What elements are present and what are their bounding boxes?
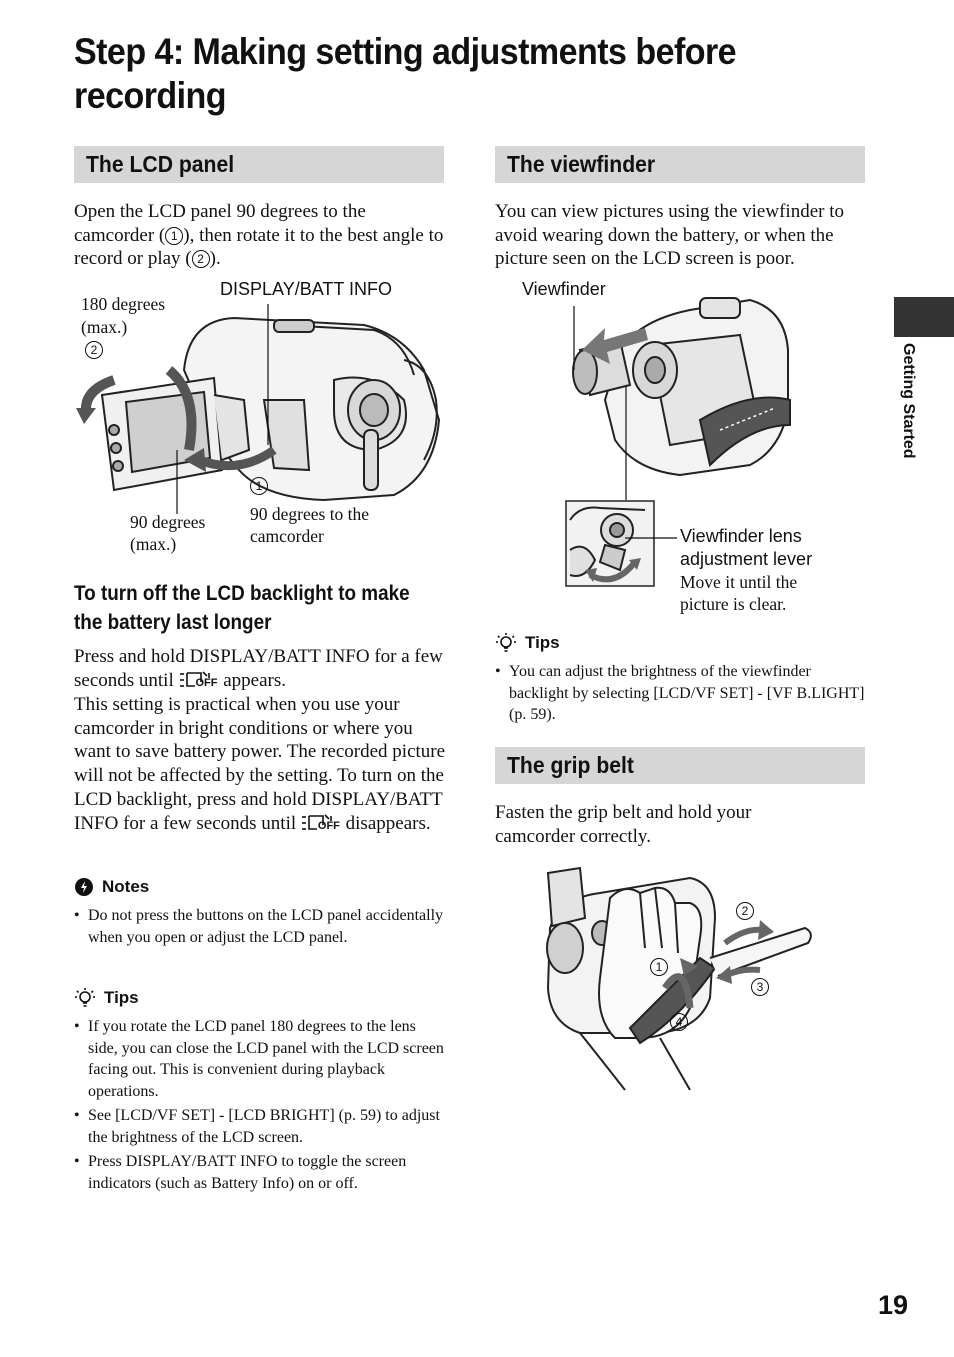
backlight-p1-a: Press and hold DISPLAY/BATT INFO for a f… — [74, 646, 443, 691]
grip-marker-4: 4 — [670, 1013, 688, 1031]
viewfinder-tips-heading-text: Tips — [525, 633, 560, 652]
section-tab-text: Getting Started — [900, 343, 917, 459]
to-camcorder-label-line2: camcorder — [250, 526, 324, 546]
backlight-heading: To turn off the LCD backlight to make th… — [74, 579, 446, 637]
viewfinder-intro: You can view pictures using the viewfind… — [495, 201, 844, 270]
notes-heading-text: Notes — [102, 877, 150, 896]
list-item: Press DISPLAY/BATT INFO to toggle the sc… — [74, 1151, 446, 1194]
grip-belt-illustration — [546, 866, 812, 1091]
grip-belt-heading: The grip belt — [495, 747, 865, 784]
notes-heading: Notes — [74, 877, 149, 897]
list-item: If you rotate the LCD panel 180 degrees … — [74, 1016, 446, 1102]
viewfinder-label: Viewfinder — [522, 279, 606, 299]
grip-belt-intro: Fasten the grip belt and hold your camco… — [495, 802, 752, 847]
backlight-p1-b: appears. — [218, 669, 287, 691]
notes-list: Do not press the buttons on the LCD pane… — [74, 905, 446, 948]
lens-lever-inset — [565, 500, 677, 587]
deg90-label-line2: (max.) — [130, 534, 177, 554]
notes-icon — [75, 878, 93, 896]
backlight-p2-a: This setting is practical when you use y… — [74, 694, 446, 834]
lightbulb-icon — [75, 988, 95, 1007]
list-item: Do not press the buttons on the LCD pane… — [74, 905, 446, 948]
viewfinder-tips-heading: Tips — [495, 632, 560, 654]
grip-marker-2: 2 — [736, 902, 754, 920]
backlight-paragraph-2: This setting is practical when you use y… — [74, 693, 446, 835]
lcd-panel-heading: The LCD panel — [74, 146, 444, 183]
page-number: 19 — [878, 1290, 909, 1320]
list-item: See [LCD/VF SET] - [LCD BRIGHT] (p. 59) … — [74, 1105, 446, 1148]
page-title: Step 4: Making setting adjustments befor… — [74, 31, 737, 116]
section-tab-marker — [894, 297, 954, 337]
off-label: OFF — [195, 676, 218, 689]
fig-marker-1: 1 — [250, 477, 268, 495]
lever-label-line1: Viewfinder lens — [680, 526, 802, 546]
backlight-heading-line2: the battery last longer — [74, 611, 272, 634]
lightbulb-icon — [496, 633, 516, 652]
deg90-label-line1: 90 degrees — [130, 512, 206, 532]
backlight-off-icon: OFF — [179, 670, 219, 688]
backlight-heading-line1: To turn off the LCD backlight to make — [74, 582, 410, 605]
list-item: You can adjust the brightness of the vie… — [495, 661, 867, 726]
marker-2: 2 — [191, 250, 210, 269]
lcd-intro-part-a: Open the LCD panel 90 degrees to the cam… — [74, 201, 366, 246]
lcd-panel-heading-text: The LCD panel — [86, 151, 235, 177]
deg180-label-line1: 180 degrees — [81, 294, 166, 314]
lcd-intro: Open the LCD panel 90 degrees to the cam… — [74, 200, 446, 271]
grip-marker-3: 3 — [751, 978, 769, 996]
move-label-line2: picture is clear. — [680, 594, 787, 614]
viewfinder-illustration — [572, 297, 791, 500]
marker-1: 1 — [165, 226, 184, 245]
grip-marker-1: 1 — [650, 958, 668, 976]
section-tab-label: Getting Started — [897, 343, 921, 483]
grip-belt-heading-text: The grip belt — [507, 752, 634, 778]
lcd-tips-heading-text: Tips — [104, 988, 139, 1007]
lever-label-line2: adjustment lever — [680, 549, 813, 569]
backlight-p2-b: disappears. — [340, 812, 431, 834]
viewfinder-tips-list: You can adjust the brightness of the vie… — [495, 661, 867, 726]
backlight-paragraph-1: Press and hold DISPLAY/BATT INFO for a f… — [74, 645, 446, 692]
display-batt-info-label: DISPLAY/BATT INFO — [220, 279, 393, 299]
to-camcorder-label-line1: 90 degrees to the — [250, 504, 370, 524]
deg180-label-line2: (max.) — [81, 317, 128, 337]
lcd-intro-part-b: ), then rotate it to the best angle to r… — [74, 224, 444, 270]
fig-marker-2: 2 — [85, 341, 103, 359]
viewfinder-heading-text: The viewfinder — [507, 151, 656, 177]
move-label-line1: Move it until the — [680, 572, 798, 592]
backlight-off-icon-2: OFF — [301, 813, 341, 831]
lcd-intro-part-c: ). — [209, 248, 221, 270]
lcd-tips-heading: Tips — [74, 987, 139, 1009]
lcd-tips-list: If you rotate the LCD panel 180 degrees … — [74, 1016, 446, 1194]
lcd-panel-illustration — [76, 304, 441, 514]
viewfinder-heading: The viewfinder — [495, 146, 865, 183]
off-label-2: OFF — [317, 819, 340, 832]
